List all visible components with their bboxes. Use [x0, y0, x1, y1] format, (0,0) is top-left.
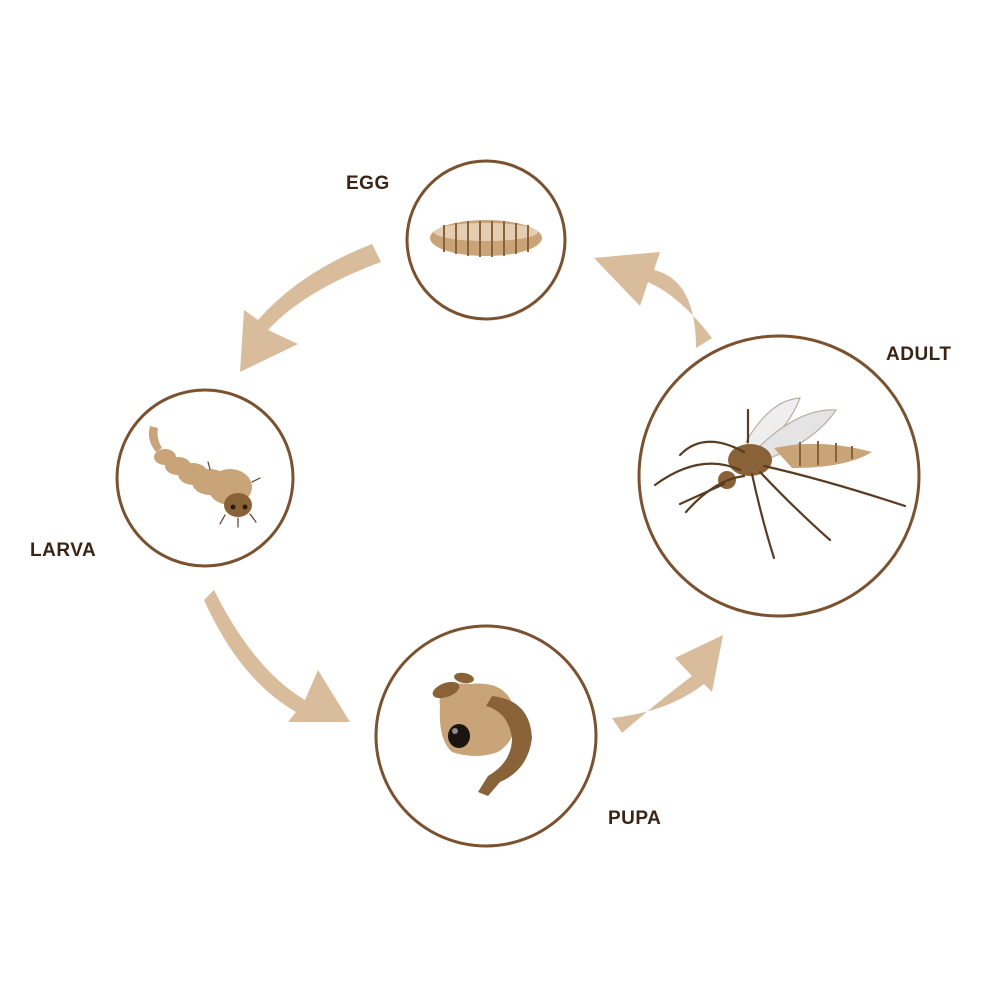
arrow-adult-to-egg	[594, 252, 712, 348]
stage-label-larva: LARVA	[30, 540, 97, 561]
stage-label-adult: ADULT	[886, 344, 952, 365]
egg-icon	[430, 220, 542, 257]
stage-label-pupa: PUPA	[608, 808, 662, 829]
mosquito-icon	[653, 397, 907, 560]
stage-label-egg: EGG	[346, 173, 390, 194]
adult-stage-circle	[637, 334, 921, 618]
pupa-icon	[432, 672, 532, 796]
arrow-egg-to-larva	[240, 244, 381, 372]
arrow-larva-to-pupa	[204, 590, 350, 722]
arrow-pupa-to-adult	[612, 635, 723, 733]
larva-icon	[148, 426, 261, 528]
